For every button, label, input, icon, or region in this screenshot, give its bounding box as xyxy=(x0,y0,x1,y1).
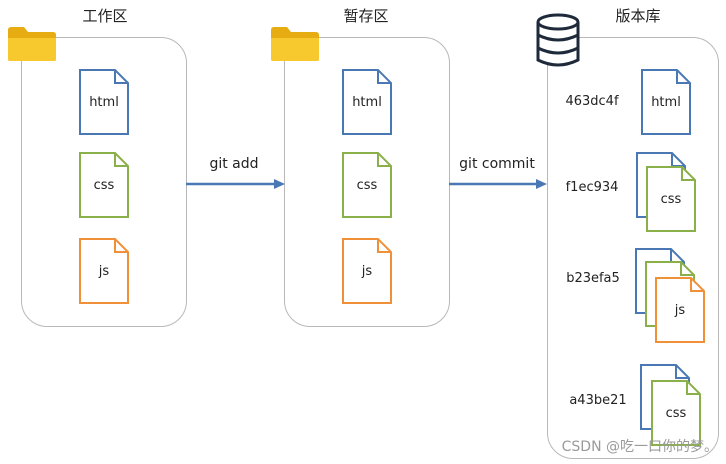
commit-hash: 463dc4f xyxy=(565,94,619,109)
file-label: css xyxy=(665,405,687,421)
file-icon-js: js xyxy=(79,238,129,304)
file-label: html xyxy=(651,94,681,110)
git-commit-arrow xyxy=(449,175,549,189)
folder-icon xyxy=(7,24,57,62)
file-icon-css: css xyxy=(646,166,696,232)
git-add-label: git add xyxy=(209,156,259,172)
folder-icon xyxy=(270,24,320,62)
file-label: css xyxy=(93,177,115,193)
git-add-arrow xyxy=(186,175,286,189)
file-icon-js: js xyxy=(342,238,392,304)
file-icon-html: html xyxy=(79,69,129,135)
watermark: CSDN @吃一口你的梦。 xyxy=(561,439,718,455)
staging-title: 暂存区 xyxy=(343,7,389,25)
file-label: js xyxy=(98,263,110,279)
file-label: html xyxy=(352,94,382,110)
commit-hash: a43be21 xyxy=(569,393,627,408)
file-icon-css: css xyxy=(651,380,701,446)
file-label: js xyxy=(361,263,373,279)
file-icon-html: html xyxy=(641,69,691,135)
database-icon xyxy=(535,12,581,70)
file-label: css xyxy=(660,191,682,207)
file-label: css xyxy=(356,177,378,193)
file-icon-js: js xyxy=(655,277,705,343)
file-label: html xyxy=(89,94,119,110)
repo-title: 版本库 xyxy=(615,7,661,25)
git-commit-label: git commit xyxy=(459,156,535,172)
commit-hash: b23efa5 xyxy=(566,271,620,286)
file-icon-html: html xyxy=(342,69,392,135)
file-icon-css: css xyxy=(79,152,129,218)
workdir-title: 工作区 xyxy=(82,7,128,25)
file-icon-css: css xyxy=(342,152,392,218)
file-label: js xyxy=(674,302,686,318)
commit-hash: f1ec934 xyxy=(565,180,619,195)
